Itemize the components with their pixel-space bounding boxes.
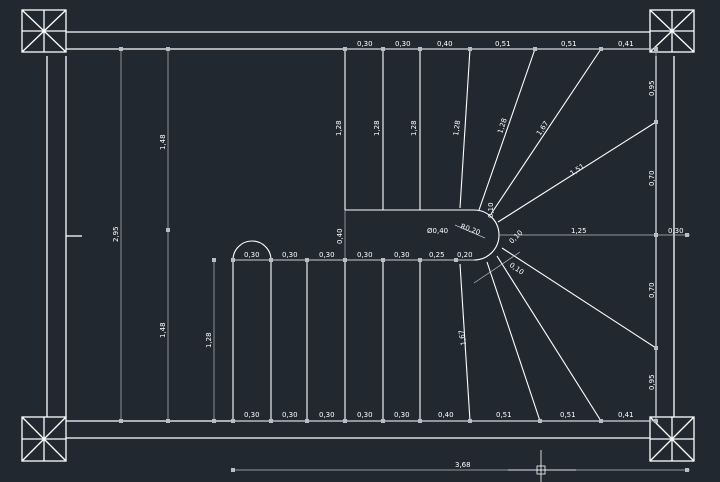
dimension-lines [119,47,690,472]
dim-label-middle: 0,30 [357,251,373,259]
dim-label-top: 0,40 [437,40,453,48]
dim-ticks [119,47,689,472]
dim-label-bottom: 0,51 [496,411,512,419]
winder-line [478,48,536,211]
dim-label-bottom: 0,40 [438,411,454,419]
dim-label-left-lower: 1,48 [159,322,167,338]
winder-line [490,48,602,215]
dim-label-middle: 0,30 [282,251,298,259]
radius-leader [454,224,486,239]
winder-line [501,247,657,349]
dim-label-right: 0,70 [648,282,656,298]
dim-label-winder-lower: 0,10 [508,261,525,276]
column-top-left [21,9,67,53]
winder-line [497,121,657,223]
dim-label-landing: 0,40 [336,228,344,244]
dim-label-left-upper: 1,48 [159,134,167,150]
dim-label-bottom: 0,41 [618,411,634,419]
dim-label-bottom: 0,30 [282,411,298,419]
dim-label-right: 0,95 [648,80,656,96]
dim-label-top: 0,51 [561,40,577,48]
dim-label-upper-flight: 1,28 [410,120,418,136]
winder-line [486,261,541,422]
starting-step [232,240,272,261]
crosshair-cursor-icon [508,450,576,482]
dim-label-right: 0,95 [648,374,656,390]
dim-label-bottom: 0,30 [357,411,373,419]
dim-label-top: 0,51 [495,40,511,48]
dim-label-bottom: 0,30 [394,411,410,419]
dim-label-overall: 3,68 [455,461,471,469]
dim-label-diameter: Ø0,40 [427,227,448,235]
dim-label-center-small: 0,10 [487,202,495,218]
dim-label-upper-flight: 1,51 [569,162,586,177]
stair [232,48,657,422]
dim-label-top: 0,30 [357,40,373,48]
dim-label-right: 0,70 [648,170,656,186]
dim-label-middle: 0,30 [394,251,410,259]
winder-line [459,263,471,422]
dim-label-upper-flight: 1,28 [373,120,381,136]
dim-label-middle: 0,30 [319,251,335,259]
dim-label-bottom: 0,30 [319,411,335,419]
winder-line [459,48,471,209]
dim-label-top: 0,30 [395,40,411,48]
dim-label-radius: R0,20 [459,222,481,237]
dim-label-middle: 0,20 [457,251,473,259]
column-bottom-left [21,416,67,462]
column-bottom-right [649,416,695,462]
dim-label-lower-winder: 1,67 [457,329,468,346]
dim-label-middle: 0,30 [244,251,260,259]
dim-label-upper-flight: 1,28 [496,117,508,134]
dim-label-upper-flight: 1,28 [335,120,343,136]
dim-label-top: 0,41 [618,40,634,48]
dim-label-upper-flight: 1,28 [452,120,462,137]
winder-line [496,255,602,422]
dim-label-lower-flight: 1,28 [205,332,213,348]
dim-label-landing-to-wall: 1,25 [571,227,587,235]
dim-label-bottom: 0,30 [244,411,260,419]
dim-label-left-total: 2,95 [112,226,120,242]
central-landing [233,209,500,261]
dim-label-bottom: 0,51 [560,411,576,419]
winder-leader [473,251,521,284]
dimension-labels: 0,30 0,30 0,40 0,51 0,51 0,41 0,30 0,30 … [112,40,684,469]
dim-label-middle: 0,25 [429,251,445,259]
column-top-right [649,9,695,53]
dim-label-winder-center: 0,10 [508,229,525,246]
dim-label-wall-thickness: 0,30 [668,227,684,235]
